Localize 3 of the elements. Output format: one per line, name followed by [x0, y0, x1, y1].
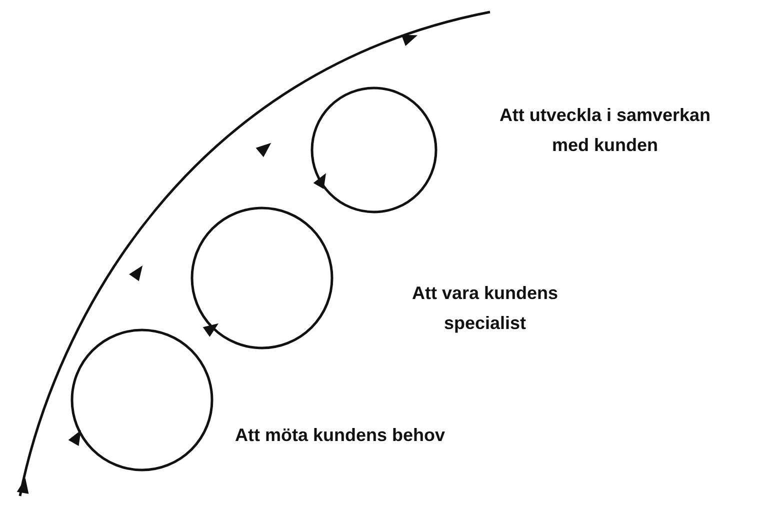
- description-text: Att vara kundens specialist: [410, 282, 560, 335]
- description-text: Att möta kundens behov: [234, 424, 446, 447]
- description-text: Att utveckla i samverkan med kunden: [498, 104, 712, 157]
